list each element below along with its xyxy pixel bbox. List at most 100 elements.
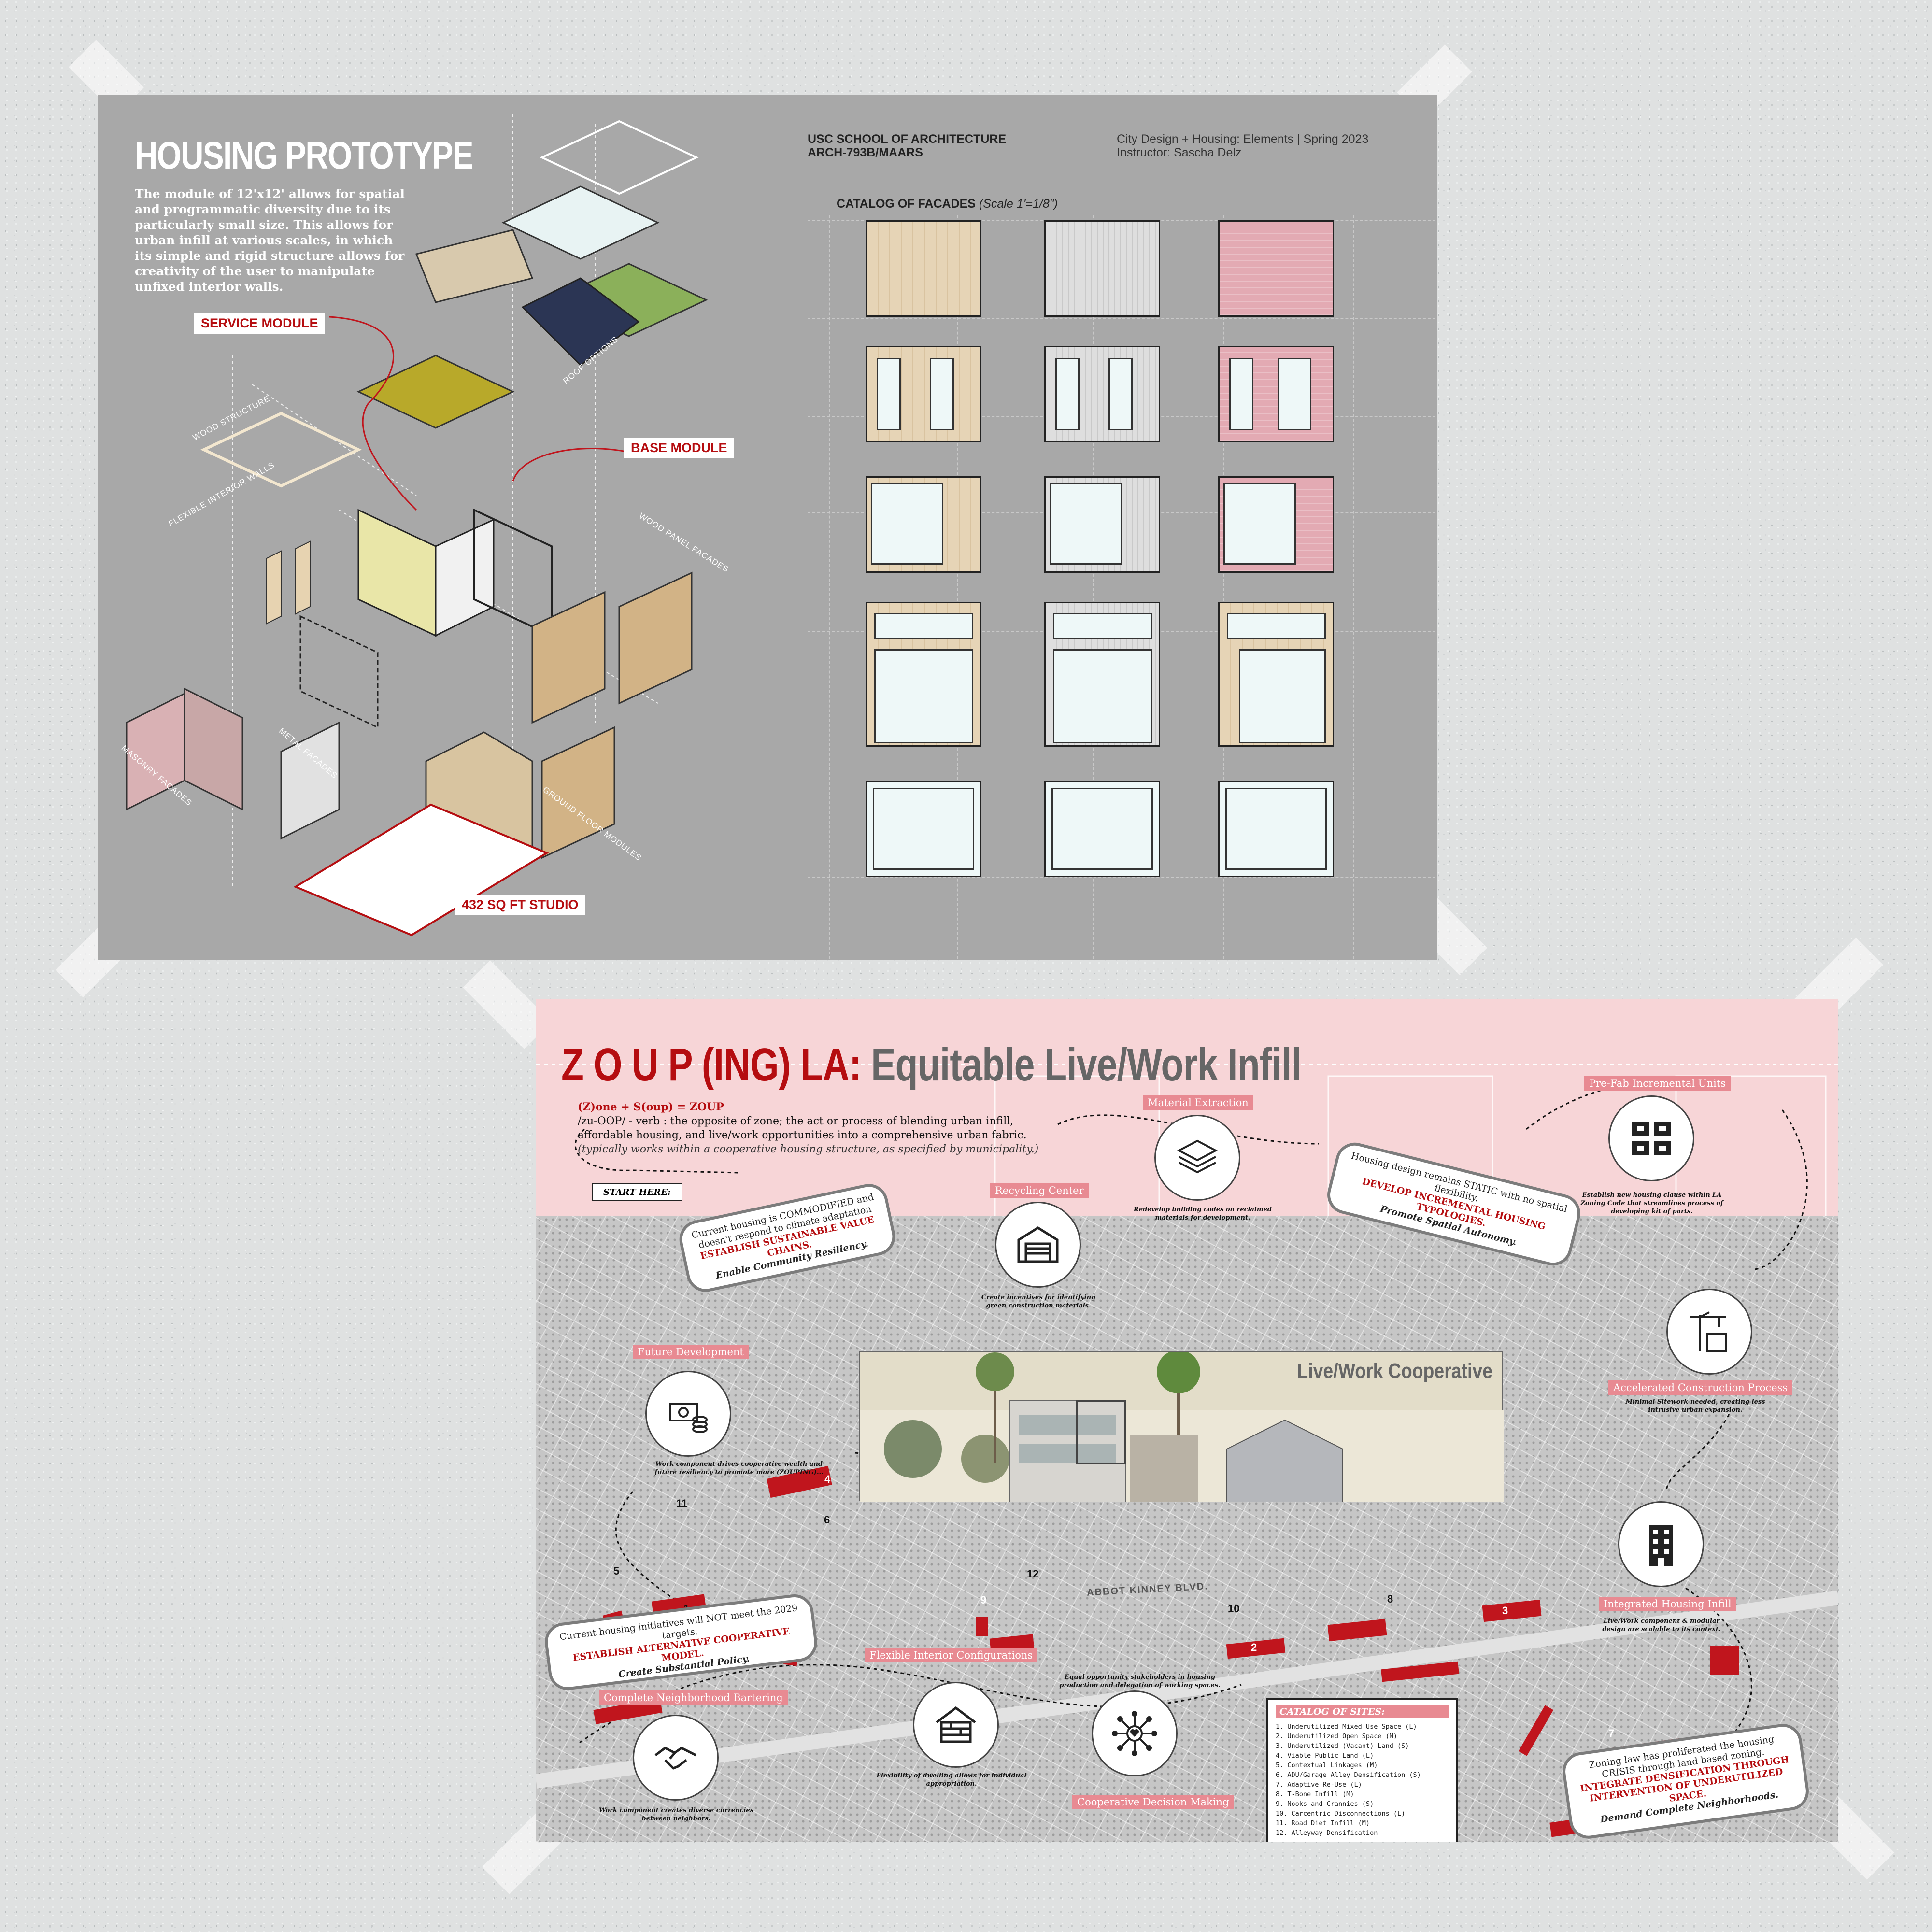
window [1223, 483, 1296, 565]
accelerated-caption: Minimal Sitework needed, creating less i… [1625, 1398, 1765, 1414]
window [1050, 483, 1122, 565]
process-path [574, 1128, 739, 1174]
site-item: 12. Alleyway Densification [1276, 1829, 1378, 1837]
map-number: 2 [1251, 1641, 1257, 1653]
grid-line [957, 215, 958, 959]
solar-gable-roof [521, 277, 640, 366]
facade-glass-3 [1218, 781, 1334, 877]
facade-brick-storefront [1218, 602, 1334, 747]
bartering-node [633, 1715, 719, 1801]
site-item: 3. Underutilized (Vacant) Land (S) [1276, 1742, 1409, 1750]
warehouse-icon [1017, 1226, 1059, 1263]
service-module-label: SERVICE MODULE [194, 313, 325, 334]
storefront-window [1239, 649, 1326, 743]
course-code: ARCH-793B/MAARS [808, 146, 923, 159]
school-name: USC SCHOOL OF ARCHITECTURE ARCH-793B/MAA… [808, 132, 1006, 159]
wood-structure [200, 412, 362, 488]
site-item: 1. Underutilized Mixed Use Space (L) [1276, 1723, 1417, 1731]
map-number: 7 [1608, 1727, 1615, 1739]
material-extraction-caption: Redevelop building codes on reclaimed ma… [1134, 1206, 1272, 1222]
title-grey: Equitable Live/Work Infill [871, 1039, 1302, 1091]
site-item: 11. Road Diet Infill (M) [1276, 1819, 1370, 1827]
modular-units-icon [1632, 1122, 1671, 1155]
abbot-kinney-road [536, 1591, 1838, 1789]
catalog-heading: CATALOG OF FACADES [837, 197, 976, 211]
bartering-caption: Work component creates diverse currencie… [598, 1807, 754, 1822]
cooperative-elevation [860, 1352, 1504, 1502]
facade-wood-windows [866, 346, 981, 442]
facade-glass-1 [866, 781, 981, 877]
skylight-roof [501, 185, 660, 260]
window [930, 358, 954, 430]
clerestory [1053, 613, 1152, 639]
service-module [357, 509, 437, 637]
site-item: 7. Adaptive Re-Use (L) [1276, 1781, 1362, 1789]
handshake-icon [654, 1747, 697, 1770]
live-work-cooperative-panel: Live/Work Cooperative [859, 1351, 1504, 1502]
process-path [1665, 1414, 1730, 1492]
future-development-caption: Work component drives cooperative wealth… [654, 1461, 824, 1476]
site-item: 8. T-Bone Infill (M) [1276, 1790, 1354, 1798]
map-number: 3 [1502, 1605, 1508, 1617]
flexible-node [913, 1682, 999, 1768]
network-heart-icon [1112, 1711, 1157, 1756]
facade-wood-solid [866, 220, 981, 317]
flexible-caption: Flexibility of dwelling allows for indiv… [876, 1772, 1027, 1788]
flexible-wall [266, 550, 282, 625]
process-path [615, 1491, 710, 1623]
base-module-label: BASE MODULE [624, 438, 734, 458]
process-path [1753, 1109, 1808, 1270]
flexible-wall [295, 540, 311, 615]
facade-metal-large-window [1044, 476, 1160, 573]
zoup-formula: (Z)one + S(oup) = ZOUP [578, 1101, 724, 1113]
future-development-node [645, 1371, 731, 1457]
site-item: 10. Carcentric Disconnections (L) [1276, 1810, 1406, 1818]
site-item: 5. Contextual Linkages (M) [1276, 1762, 1378, 1769]
grid-line [829, 215, 830, 959]
site-item: 2. Underutilized Open Space (M) [1276, 1733, 1397, 1740]
decision-label: Cooperative Decision Making [1072, 1795, 1234, 1809]
service-arrow [329, 316, 417, 511]
exploded-axonometric-diagram [126, 114, 708, 937]
service-module-side [435, 518, 495, 637]
facade-wood-large-window [866, 476, 981, 573]
facade-glass-2 [1044, 781, 1160, 877]
grid-line [1353, 215, 1354, 959]
site-item: 6. ADU/Garage Alley Densification (S) [1276, 1771, 1421, 1779]
panel-title: Live/Work Cooperative [1297, 1359, 1492, 1383]
site-item: 4. Viable Public Land (L) [1276, 1752, 1374, 1760]
prefab-node [1608, 1095, 1694, 1181]
future-development-label: Future Development [633, 1345, 749, 1359]
site-item: 9. Nooks and Crannies (S) [1276, 1800, 1374, 1808]
catalog-of-sites: CATALOG OF SITES: 1. Underutilized Mixed… [1266, 1698, 1458, 1842]
ground-module-outline [299, 615, 379, 729]
studio-label: 432 SQ FT STUDIO [455, 895, 585, 915]
definition-note: (typically works within a cooperative ho… [578, 1143, 1039, 1155]
prefab-caption: Establish new housing clause within LA Z… [1580, 1192, 1723, 1215]
recycling-center-node [995, 1202, 1081, 1288]
window [1055, 358, 1080, 430]
start-here-label: START HERE: [592, 1183, 682, 1201]
zoup-definition: /zu-OOP/ - verb : the opposite of zone; … [578, 1115, 1027, 1141]
shed-roof [415, 229, 534, 303]
title-red: Z O U P (ING) LA: [561, 1039, 861, 1091]
window [1108, 358, 1133, 430]
sheet-title: HOUSING PROTOTYPE [135, 134, 474, 177]
house-brick-icon [936, 1706, 976, 1743]
site-parcel [976, 1617, 988, 1636]
grid-line [808, 877, 1435, 878]
facade-metal-storefront [1044, 602, 1160, 747]
money-stack-icon [669, 1403, 708, 1433]
recycling-center-caption: Create incentives for identifying green … [981, 1294, 1096, 1309]
catalog-scale: (Scale 1'=1/8") [979, 197, 1058, 211]
facade-brick-solid [1218, 220, 1334, 317]
material-extraction-node [1154, 1115, 1240, 1201]
wood-panel-facade [541, 726, 615, 859]
window [1278, 358, 1311, 430]
catalog-title: CATALOG OF FACADES (Scale 1'=1/8") [837, 197, 1058, 211]
definition-block: (Z)one + S(oup) = ZOUP /zu-OOP/ - verb :… [578, 1100, 1061, 1156]
map-number: 11 [676, 1497, 688, 1509]
process-path [1057, 1114, 1319, 1145]
studio-plan [293, 803, 549, 937]
map-number: 6 [824, 1514, 830, 1526]
